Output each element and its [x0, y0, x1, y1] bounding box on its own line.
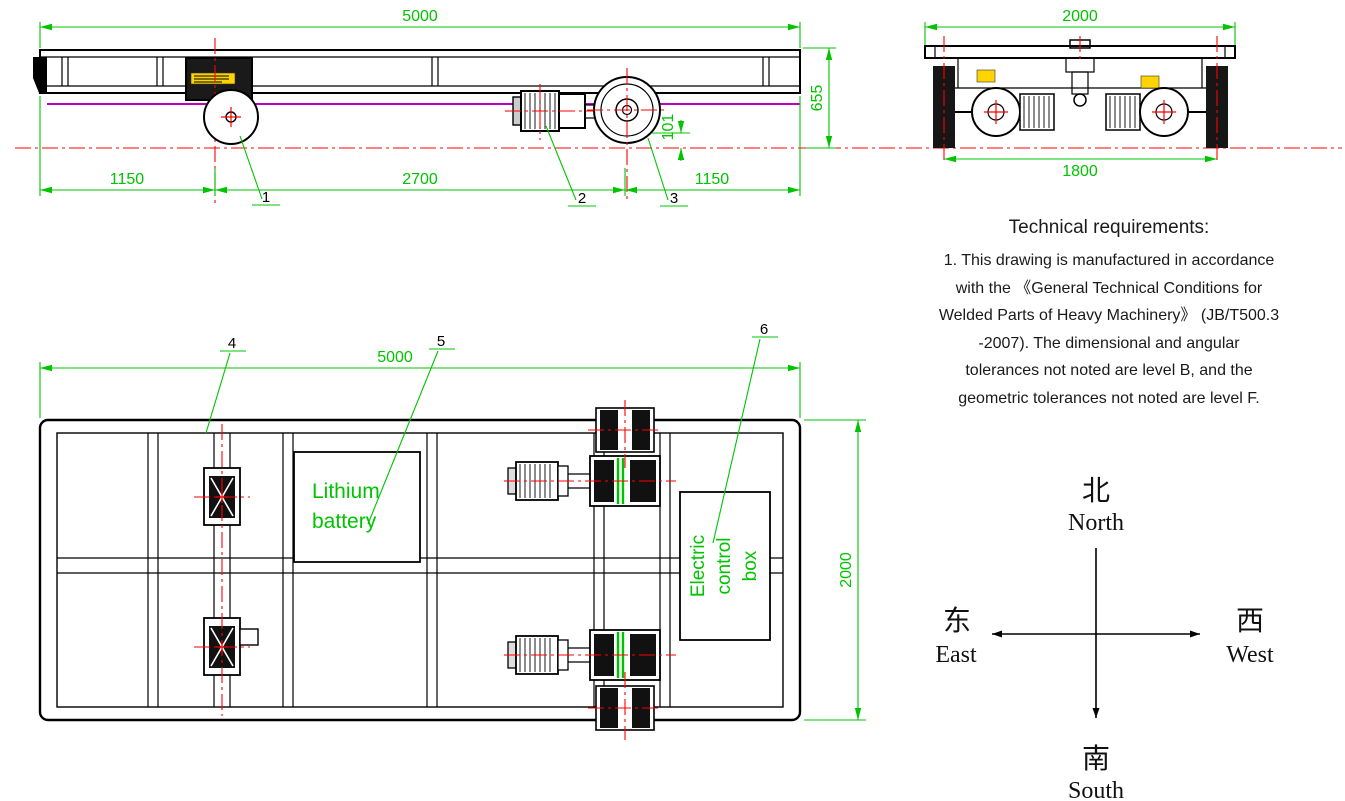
plan-top-drive — [504, 455, 676, 507]
dim-label-1150-left: 1150 — [110, 171, 145, 188]
compass-north-en: North — [1068, 510, 1124, 536]
side-dim-height: 655 — [803, 47, 836, 149]
end-dim-gauge: 1800 — [944, 155, 1217, 180]
electric-control-box-label: Electric control box — [688, 534, 761, 598]
plan-callouts: 4 5 6 — [205, 321, 778, 544]
compass-east-en: East — [935, 642, 977, 668]
end-cart-body — [924, 36, 1236, 107]
side-dim-101: 101 — [652, 114, 690, 161]
end-dim-overall: 2000 — [924, 8, 1236, 46]
technical-requirements-line: geometric tolerances not noted are level… — [958, 389, 1260, 407]
plan-view: 5000 — [38, 321, 866, 740]
side-view: 5000 — [33, 8, 836, 207]
callout-3: 3 — [670, 190, 678, 207]
compass-north-cn: 北 — [1082, 476, 1110, 507]
dim-label-1150-right: 1150 — [695, 171, 730, 188]
callout-6: 6 — [760, 321, 768, 338]
side-callouts: 1 2 3 — [239, 125, 688, 207]
side-left-wheel-unit — [185, 38, 259, 203]
end-left-wheel — [933, 66, 955, 148]
dim-label-101: 101 — [660, 114, 677, 141]
technical-requirements-line: with the 《General Technical Conditions f… — [955, 279, 1263, 297]
dim-label-2000-plan: 2000 — [838, 552, 855, 588]
callout-2: 2 — [578, 190, 586, 207]
compass-east-cn: 东 — [943, 605, 971, 637]
dim-label-1800: 1800 — [1062, 163, 1098, 180]
nameplate-yellow — [1140, 75, 1160, 89]
compass-west-cn: 西 — [1236, 606, 1264, 637]
plan-dim-length: 5000 — [39, 349, 801, 418]
callout-1: 1 — [262, 189, 270, 206]
side-dim-overall: 5000 — [39, 8, 801, 48]
dim-label-2000-end: 2000 — [1062, 8, 1098, 25]
technical-requirements-title: Technical requirements: — [1008, 217, 1210, 238]
technical-requirements-line: 1. This drawing is manufactured in accor… — [943, 252, 1275, 269]
nameplate-yellow — [190, 72, 236, 85]
side-left-bracket — [33, 57, 47, 93]
coupler-hook — [1073, 93, 1087, 107]
technical-requirements: Technical requirements: 1. This drawing … — [883, 217, 1335, 412]
plan-left-wheelset — [194, 424, 259, 716]
end-right-wheel — [1206, 66, 1228, 148]
dim-label-2700: 2700 — [402, 171, 438, 188]
callout-5: 5 — [437, 333, 445, 350]
lithium-battery-label: Lithium battery — [312, 480, 380, 533]
end-view: 2000 — [924, 8, 1236, 180]
plan-top-edge-wheel — [588, 400, 662, 468]
compass-rose: 北 North 南 South 东 East 西 West — [935, 476, 1274, 801]
battery-box — [293, 451, 421, 563]
side-drive-wheel — [587, 68, 668, 203]
dim-label-5000-side: 5000 — [402, 8, 438, 25]
side-motor-unit — [505, 84, 598, 140]
side-cart-body — [33, 49, 801, 105]
compass-south-en: South — [1068, 778, 1124, 801]
plan-bottom-drive — [504, 629, 676, 681]
dim-label-5000-plan: 5000 — [377, 349, 413, 366]
technical-requirements-line: Welded Parts of Heavy Machinery》 (JB/T50… — [938, 307, 1280, 324]
plan-dim-width: 2000 — [804, 419, 866, 721]
end-left-wheelset — [933, 36, 1055, 164]
nameplate-yellow — [976, 69, 996, 83]
side-dim-wheelbase: 1150 2700 1150 — [39, 96, 801, 196]
compass-west-en: West — [1226, 642, 1274, 668]
dim-label-655: 655 — [809, 85, 826, 112]
technical-requirements-line: -2007). The dimensional and angular — [978, 334, 1240, 352]
end-right-wheelset — [1105, 36, 1228, 164]
compass-south-cn: 南 — [1082, 743, 1110, 775]
technical-requirements-line: tolerances not noted are level B, and th… — [965, 362, 1253, 379]
callout-4: 4 — [228, 335, 236, 352]
electric-control-box-label-wrap: Electric control box — [680, 492, 770, 640]
plan-bottom-edge-wheel — [588, 672, 662, 740]
